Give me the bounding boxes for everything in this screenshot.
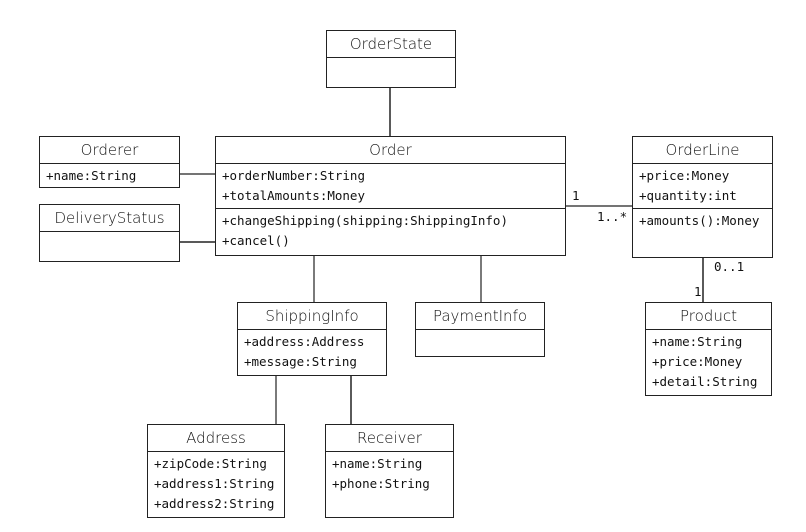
class-shippinginfo[interactable]: ShippingInfo +address:Address +message:S… xyxy=(237,302,387,376)
operation: +cancel() xyxy=(222,233,290,248)
multiplicity-orderline-product: 0..1 xyxy=(714,259,745,274)
attributes-compartment: +address:Address +message:String xyxy=(238,330,386,374)
attribute: +message:String xyxy=(244,354,357,369)
class-name: Product xyxy=(646,303,771,330)
empty-compartment xyxy=(416,330,544,356)
class-order[interactable]: Order +orderNumber:String +totalAmounts:… xyxy=(215,136,566,256)
attribute: +address:Address xyxy=(244,334,365,349)
attributes-compartment: +name:String +phone:String xyxy=(326,452,453,522)
class-deliverystatus[interactable]: DeliveryStatus xyxy=(39,204,180,262)
class-name: ShippingInfo xyxy=(238,303,386,330)
attributes-compartment: +zipCode:String +address1:String +addres… xyxy=(148,452,284,516)
class-name: DeliveryStatus xyxy=(40,205,179,232)
class-orderer[interactable]: Orderer +name:String xyxy=(39,136,180,188)
class-paymentinfo[interactable]: PaymentInfo xyxy=(415,302,545,357)
class-orderline[interactable]: OrderLine +price:Money +quantity:int +am… xyxy=(632,136,773,258)
empty-compartment xyxy=(327,58,455,86)
attribute: +name:String xyxy=(652,334,743,349)
class-product[interactable]: Product +name:String +price:Money +detai… xyxy=(645,302,772,396)
operations-compartment: +amounts():Money xyxy=(633,209,772,253)
attribute: +price:Money xyxy=(652,354,743,369)
multiplicity-order-end: 1 xyxy=(572,188,580,203)
attribute: +totalAmounts:Money xyxy=(222,188,365,203)
attribute: +orderNumber:String xyxy=(222,168,365,183)
attributes-compartment: +name:String +price:Money +detail:String xyxy=(646,330,771,394)
attribute: +zipCode:String xyxy=(154,456,267,471)
attribute: +quantity:int xyxy=(639,188,737,203)
attribute: +detail:String xyxy=(652,374,758,389)
class-name: Address xyxy=(148,425,284,452)
empty-compartment xyxy=(40,232,179,260)
attribute: +address2:String xyxy=(154,496,275,511)
attribute: +name:String xyxy=(46,168,137,183)
attributes-compartment: +price:Money +quantity:int xyxy=(633,164,772,209)
class-orderstate[interactable]: OrderState xyxy=(326,30,456,88)
class-address[interactable]: Address +zipCode:String +address1:String… xyxy=(147,424,285,518)
attribute: +price:Money xyxy=(639,168,730,183)
operation: +amounts():Money xyxy=(639,213,760,228)
class-name: Receiver xyxy=(326,425,453,452)
class-name: OrderState xyxy=(327,31,455,58)
attribute: +phone:String xyxy=(332,476,430,491)
multiplicity-product-end: 1 xyxy=(694,284,702,299)
multiplicity-orderline-end: 1..* xyxy=(597,209,628,224)
class-name: Orderer xyxy=(40,137,179,164)
attributes-compartment: +orderNumber:String +totalAmounts:Money xyxy=(216,164,565,209)
class-receiver[interactable]: Receiver +name:String +phone:String xyxy=(325,424,454,518)
operations-compartment: +changeShipping(shipping:ShippingInfo) +… xyxy=(216,209,565,253)
attribute: +address1:String xyxy=(154,476,275,491)
attributes-compartment: +name:String xyxy=(40,164,179,188)
class-name: Order xyxy=(216,137,565,164)
attribute: +name:String xyxy=(332,456,423,471)
class-name: PaymentInfo xyxy=(416,303,544,330)
operation: +changeShipping(shipping:ShippingInfo) xyxy=(222,213,508,228)
class-name: OrderLine xyxy=(633,137,772,164)
